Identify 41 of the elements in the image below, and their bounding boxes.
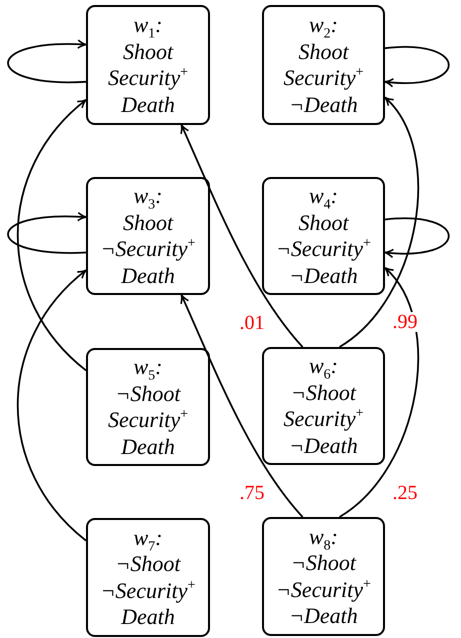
proposition-text: Security$^{+}$ bbox=[108, 65, 188, 92]
proposition-text: ¬Death bbox=[289, 603, 358, 630]
state-box bbox=[86, 518, 210, 637]
proposition-text: Security$^{+}$ bbox=[284, 65, 364, 92]
proposition-text: ¬Death bbox=[289, 92, 358, 118]
proposition-text: Security$^{+}$ bbox=[284, 406, 364, 432]
state-box bbox=[86, 177, 210, 295]
state-box bbox=[262, 177, 385, 295]
proposition-text: Death bbox=[121, 604, 175, 630]
proposition-text: ¬Shoot bbox=[116, 380, 180, 407]
world-name: w$_{5}$: bbox=[133, 354, 162, 380]
state-box bbox=[86, 348, 210, 466]
proposition-text: Death bbox=[121, 262, 175, 289]
state-box bbox=[262, 347, 385, 465]
proposition-text: ¬Security$^{+}$ bbox=[276, 576, 371, 603]
state-box bbox=[86, 5, 210, 125]
state-box bbox=[262, 517, 385, 636]
proposition-text: Shoot bbox=[298, 210, 349, 236]
proposition-text: ¬Death bbox=[289, 262, 358, 289]
proposition-text: ¬Shoot bbox=[291, 550, 356, 576]
world-name: w$_{4}$: bbox=[308, 183, 338, 210]
proposition-text: Death bbox=[121, 434, 175, 460]
world-name: w$_{2}$: bbox=[308, 12, 338, 38]
proposition-text: Security$^{+}$ bbox=[108, 407, 188, 434]
proposition-text: ¬Security$^{+}$ bbox=[100, 236, 196, 262]
proposition-text: ¬Shoot bbox=[116, 551, 180, 578]
world-name: w$_{1}$: bbox=[133, 12, 162, 38]
proposition-text: Shoot bbox=[122, 38, 174, 65]
state-box bbox=[262, 5, 385, 125]
proposition-text: Shoot bbox=[298, 38, 349, 65]
proposition-text: Shoot bbox=[122, 210, 174, 236]
probability-label: .99 bbox=[392, 312, 418, 332]
proposition-text: ¬Shoot bbox=[291, 380, 356, 406]
proposition-text: ¬Security$^{+}$ bbox=[100, 578, 196, 604]
proposition-text: Death bbox=[121, 92, 175, 118]
proposition-text: ¬Death bbox=[289, 432, 358, 459]
world-name: w$_{7}$: bbox=[133, 524, 162, 551]
world-name: w$_{3}$: bbox=[133, 183, 162, 210]
proposition-text: ¬Security$^{+}$ bbox=[276, 236, 371, 262]
world-name: w$_{8}$: bbox=[308, 524, 338, 550]
world-name: w$_{6}$: bbox=[308, 353, 338, 380]
